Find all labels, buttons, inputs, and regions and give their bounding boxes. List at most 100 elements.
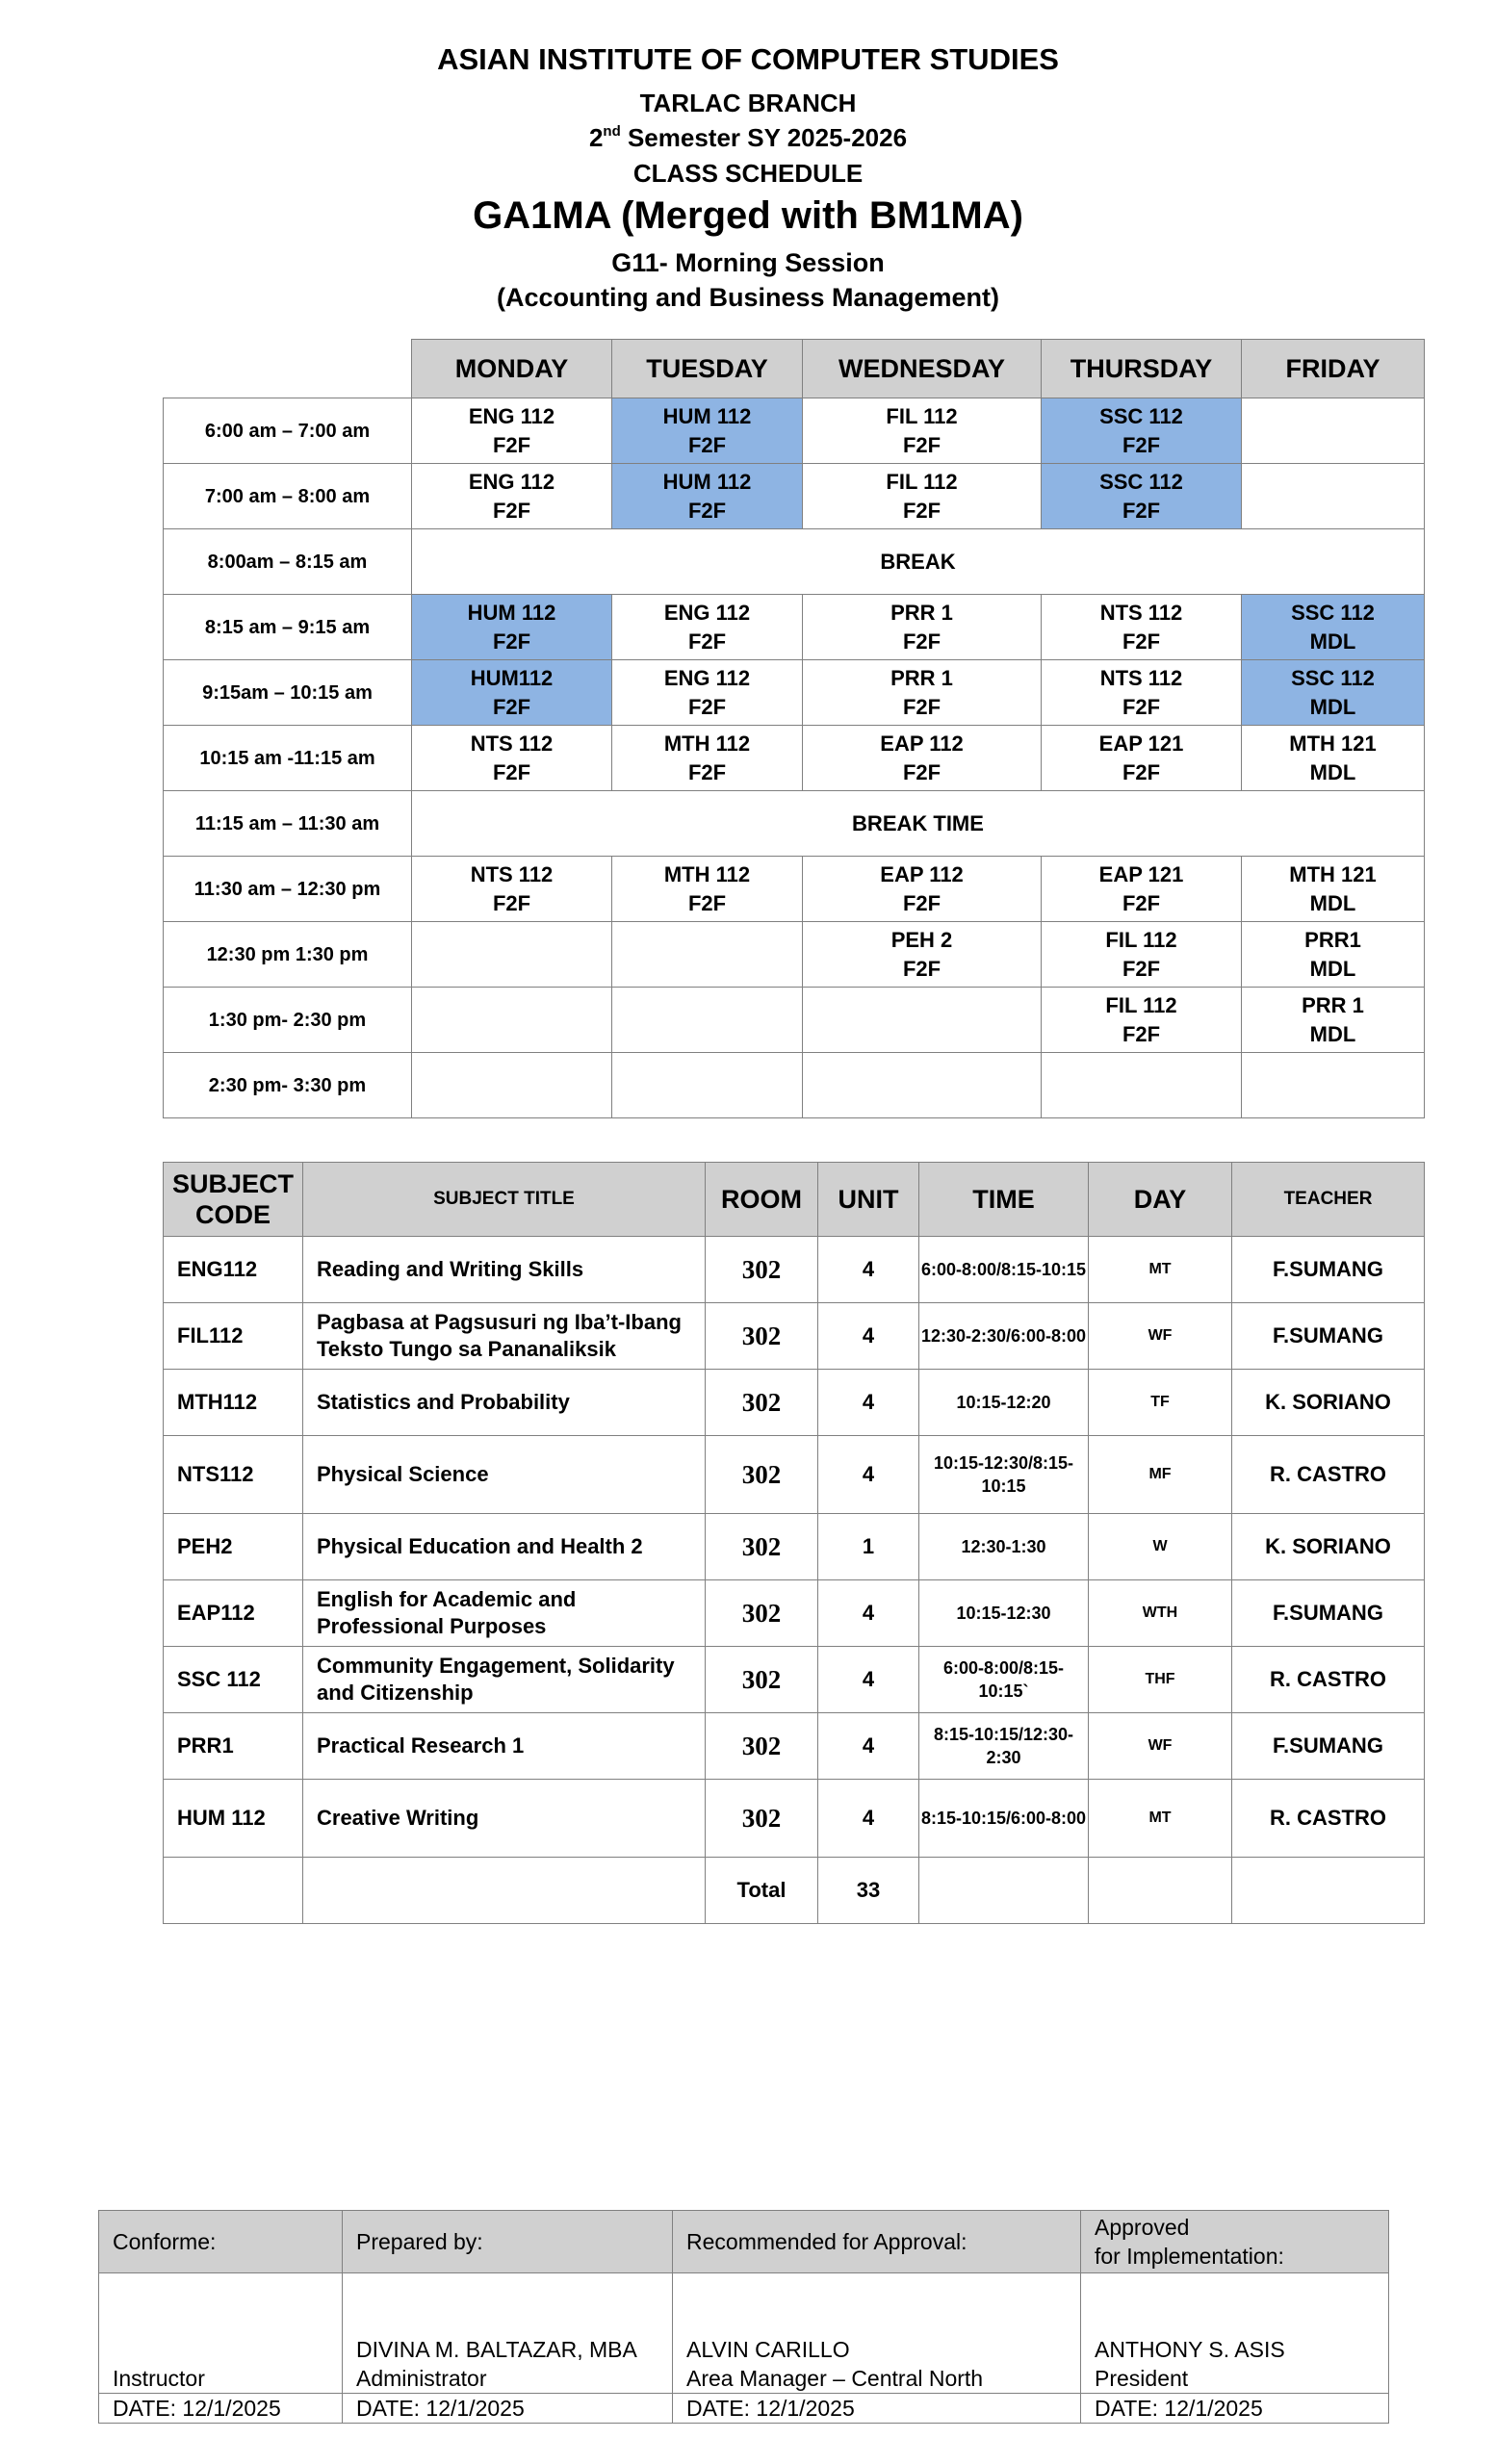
total-empty-cell [302, 1857, 706, 1924]
class-subject: PRR 1 [890, 665, 953, 690]
class-subject: EAP 121 [1098, 861, 1184, 886]
total-empty-cell [163, 1857, 303, 1924]
class-mode: F2F [687, 890, 727, 915]
time-slot-label: 8:15 am – 9:15 am [163, 594, 412, 660]
subject-teacher: F.SUMANG [1231, 1579, 1425, 1647]
subject-title: Practical Research 1 [302, 1712, 706, 1780]
class-cell [802, 987, 1042, 1053]
subject-teacher: K. SORIANO [1231, 1369, 1425, 1436]
subject-day: MT [1088, 1779, 1232, 1858]
class-mode: F2F [492, 759, 531, 784]
total-units: 33 [817, 1857, 919, 1924]
subject-day: WF [1088, 1302, 1232, 1370]
subject-unit: 4 [817, 1302, 919, 1370]
class-mode: F2F [1122, 694, 1161, 719]
subject-room: 302 [705, 1369, 818, 1436]
class-subject: MTH 121 [1289, 861, 1377, 886]
subject-code: PRR1 [163, 1712, 303, 1780]
class-cell [1241, 463, 1425, 529]
subject-unit: 4 [817, 1712, 919, 1780]
time-slot-label: 11:15 am – 11:30 am [163, 790, 412, 857]
class-mode: F2F [1122, 1021, 1161, 1046]
time-slot-label: 6:00 am – 7:00 am [163, 398, 412, 464]
subject-time: 10:15-12:30 [918, 1579, 1089, 1647]
class-subject: MTH 112 [663, 731, 751, 756]
class-mode: F2F [1122, 890, 1161, 915]
subject-room: 302 [705, 1579, 818, 1647]
time-slot-label: 9:15am – 10:15 am [163, 659, 412, 726]
class-subject: MTH 112 [663, 861, 751, 886]
subject-unit: 4 [817, 1435, 919, 1514]
class-mode: F2F [1122, 432, 1161, 457]
class-mode: F2F [902, 629, 941, 654]
subject-unit: 4 [817, 1369, 919, 1436]
class-subject: NTS 112 [1099, 600, 1183, 625]
session-label: G11- Morning Session [611, 248, 885, 277]
subject-unit: 4 [817, 1236, 919, 1303]
subject-row: EAP112 English for Academic and Professi… [163, 1579, 1425, 1647]
subject-room: 302 [705, 1302, 818, 1370]
recommended-role: Area Manager – Central North [686, 2366, 984, 2391]
conforme-date: DATE: 12/1/2025 [98, 2393, 343, 2424]
class-mode: F2F [492, 694, 531, 719]
class-mode: MDL [1309, 1021, 1356, 1046]
prepared-date: DATE: 12/1/2025 [342, 2393, 673, 2424]
conforme-label: Conforme: [98, 2210, 343, 2273]
time-slot-label: 1:30 pm- 2:30 pm [163, 987, 412, 1053]
subject-time: 12:30-2:30/6:00-8:00 [918, 1302, 1089, 1370]
subject-title: Statistics and Probability [302, 1369, 706, 1436]
day-header: TUESDAY [611, 339, 803, 398]
class-cell [611, 987, 803, 1053]
day-header: MONDAY [411, 339, 612, 398]
total-row: Total 33 [163, 1857, 1425, 1924]
class-mode: F2F [1122, 629, 1161, 654]
class-cell [611, 921, 803, 988]
subject-day: TF [1088, 1369, 1232, 1436]
subject-teacher: F.SUMANG [1231, 1236, 1425, 1303]
subject-teacher: K. SORIANO [1231, 1513, 1425, 1580]
subject-time: 8:15-10:15/12:30-2:30 [918, 1712, 1089, 1780]
total-empty-cell [918, 1857, 1089, 1924]
strand-label: (Accounting and Business Management) [496, 283, 1000, 312]
schedule-corner-cell [163, 339, 412, 398]
total-empty-cell [1088, 1857, 1232, 1924]
class-mode: F2F [492, 890, 531, 915]
class-mode: F2F [1122, 759, 1161, 784]
subject-day: THF [1088, 1646, 1232, 1713]
subject-unit: 4 [817, 1579, 919, 1647]
class-subject: NTS 112 [1099, 665, 1183, 690]
subject-teacher: R. CASTRO [1231, 1435, 1425, 1514]
subject-time: 12:30-1:30 [918, 1513, 1089, 1580]
class-subject: HUM 112 [662, 403, 752, 428]
class-subject: FIL 112 [1105, 992, 1177, 1017]
class-mode: F2F [902, 890, 941, 915]
recommended-name: ALVIN CARILLO [686, 2337, 850, 2362]
subject-code: NTS112 [163, 1435, 303, 1514]
subject-header-row: SUBJECT CODE SUBJECT TITLE ROOM UNIT TIM… [163, 1162, 1425, 1237]
subject-title: Physical Science [302, 1435, 706, 1514]
subject-code: ENG112 [163, 1236, 303, 1303]
approved-date: DATE: 12/1/2025 [1080, 2393, 1389, 2424]
class-mode: MDL [1309, 890, 1356, 915]
